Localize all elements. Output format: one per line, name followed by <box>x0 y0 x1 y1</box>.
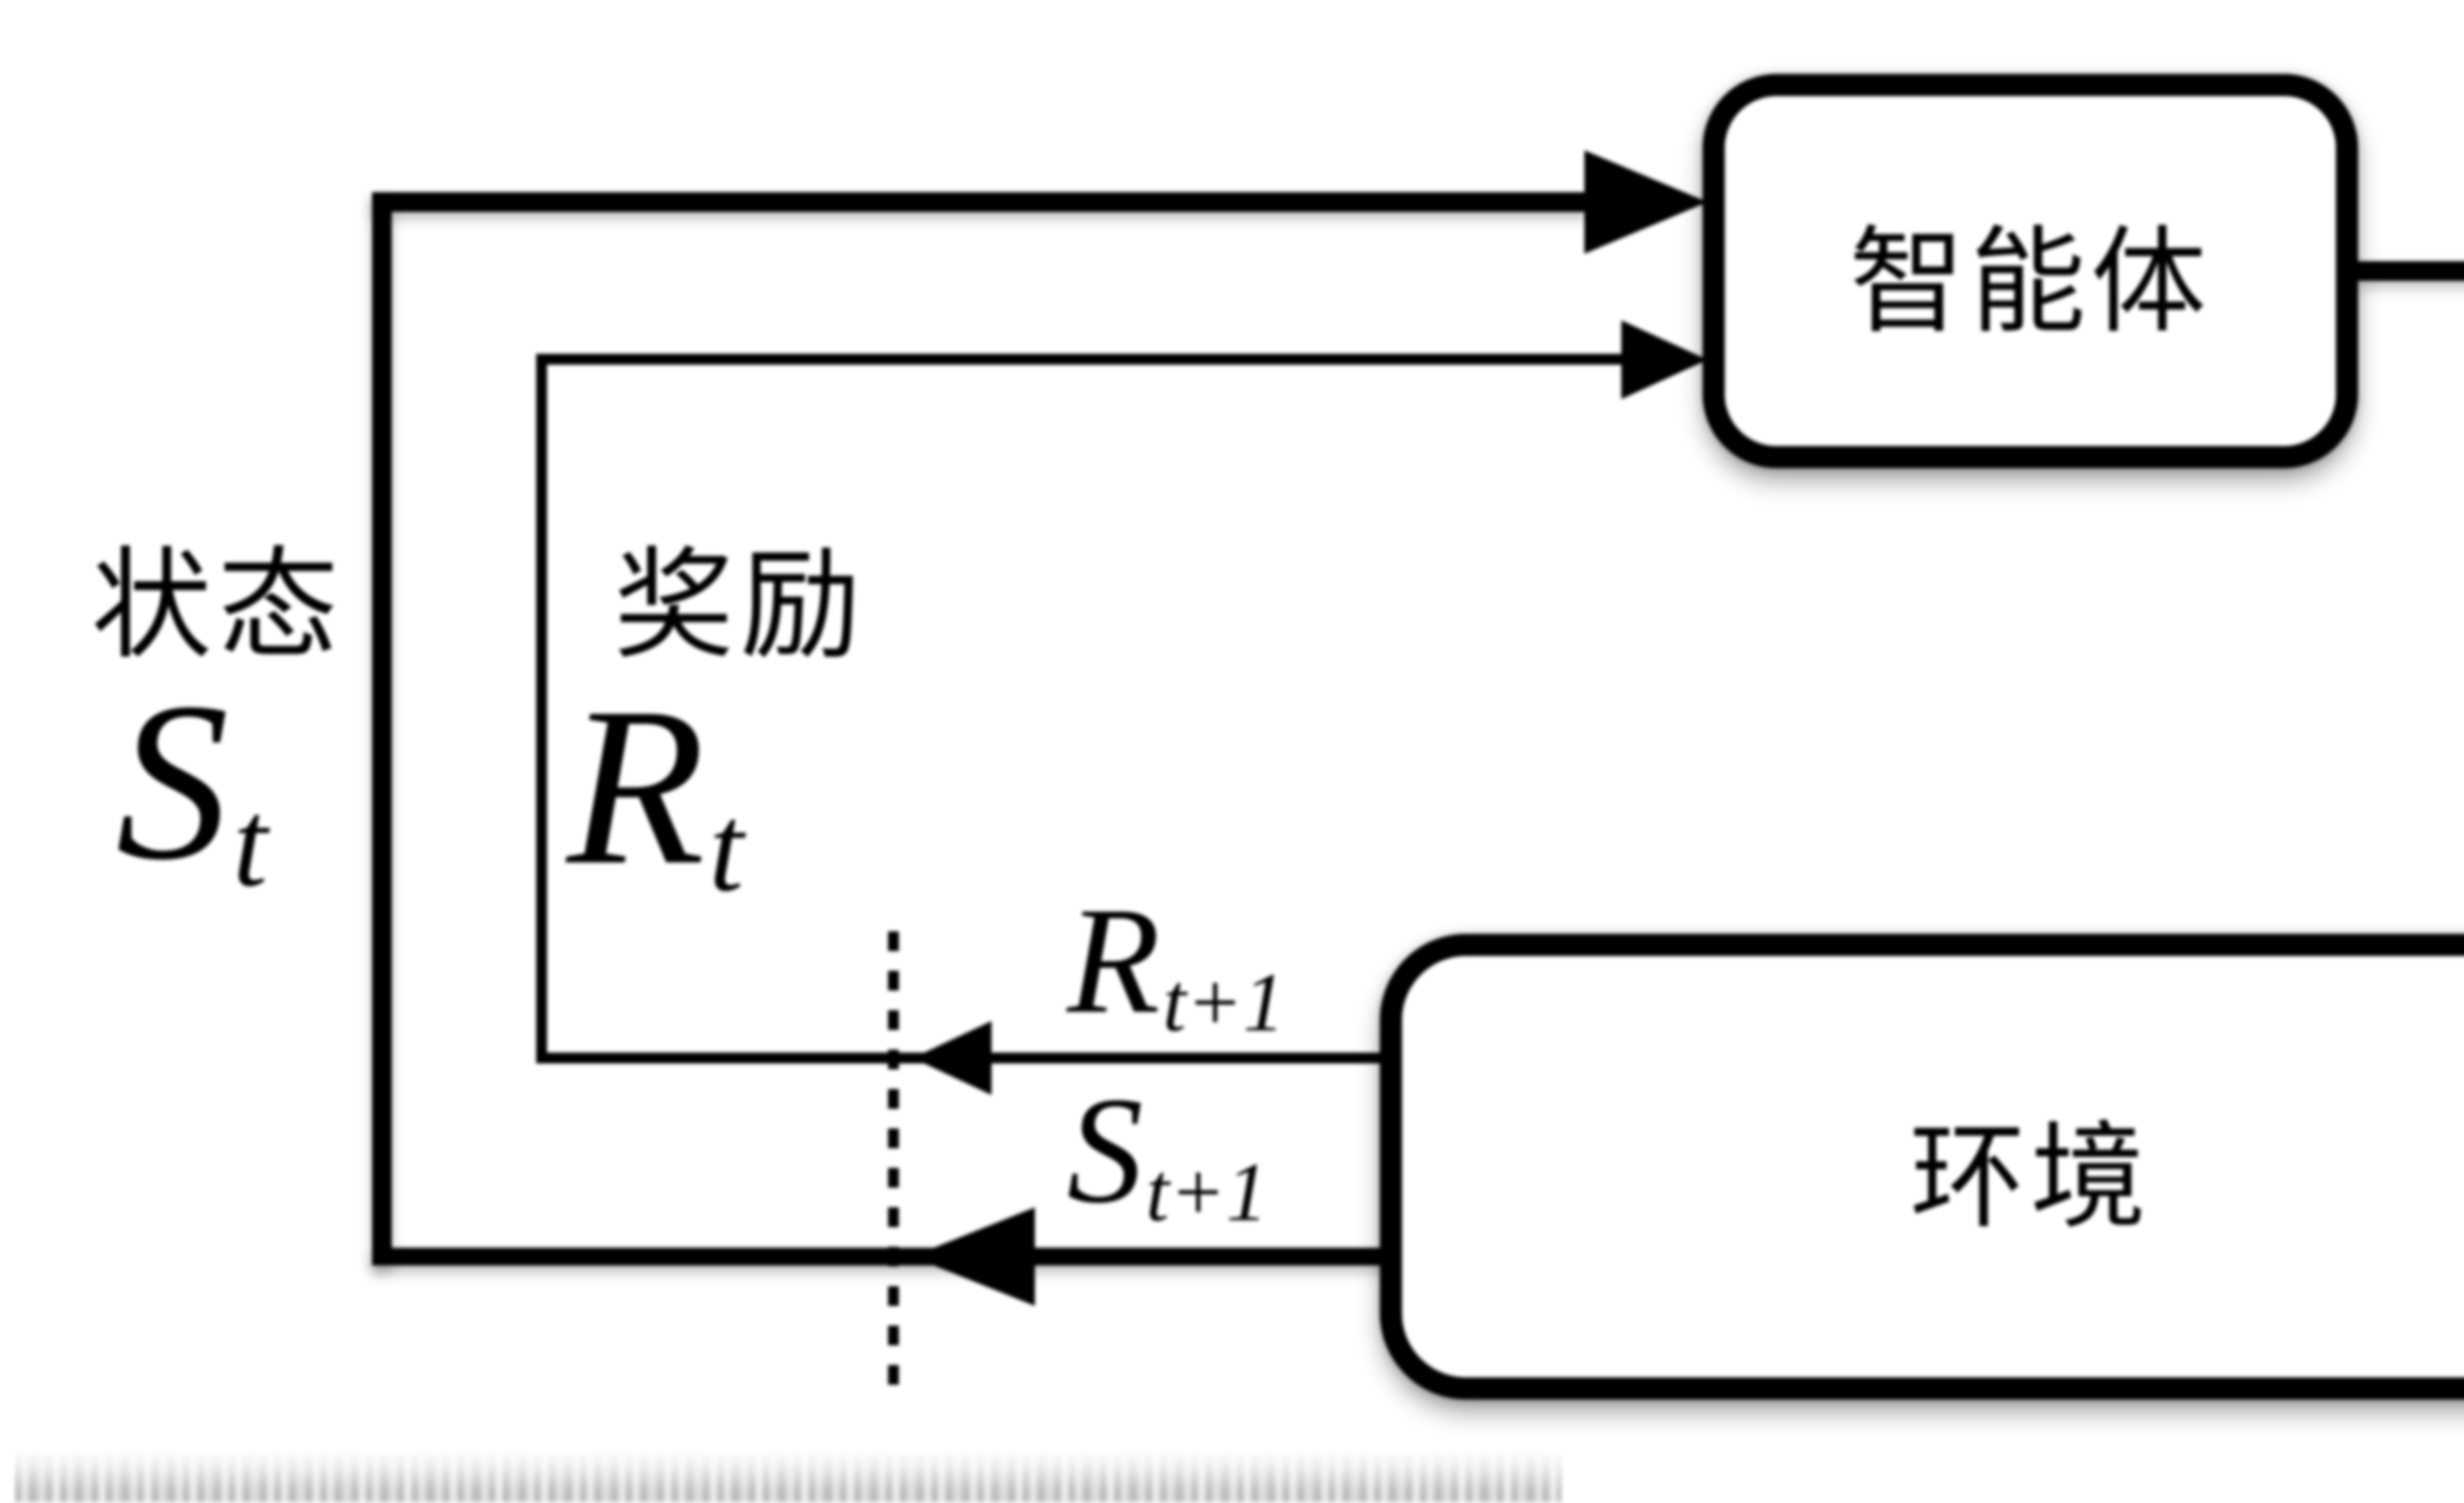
environment-label: 环境 <box>1910 1114 2151 1242</box>
agent-box: 智能体 <box>1703 74 2358 468</box>
reward-arrowhead-into-agent-icon <box>1621 320 1708 399</box>
time-boundary-dashed-line <box>888 931 899 1397</box>
agent-label: 智能体 <box>1849 218 2212 347</box>
action-line-top <box>2358 261 2464 281</box>
next-state-arrowhead-icon <box>912 1207 1035 1306</box>
state-arrowhead-into-agent-icon <box>1584 150 1708 254</box>
reward-feedback-line-top <box>536 354 1623 365</box>
state-symbol: St <box>116 655 268 912</box>
next-reward-symbol: Rt+1 <box>1067 876 1285 1049</box>
state-feedback-line-top <box>372 192 1589 212</box>
cropped-caption-remnant <box>15 1450 1562 1503</box>
next-state-symbol: St+1 <box>1067 1066 1268 1238</box>
state-feedback-line-vertical <box>372 192 392 1265</box>
reward-label: 奖励 <box>614 540 867 673</box>
reward-feedback-line-vertical <box>536 354 547 1063</box>
next-state-line <box>372 1248 1409 1265</box>
state-label: 状态 <box>91 540 344 673</box>
reward-symbol: Rt <box>567 660 744 917</box>
environment-box: 环境 <box>1380 934 2464 1400</box>
next-reward-arrowhead-icon <box>913 1021 992 1095</box>
